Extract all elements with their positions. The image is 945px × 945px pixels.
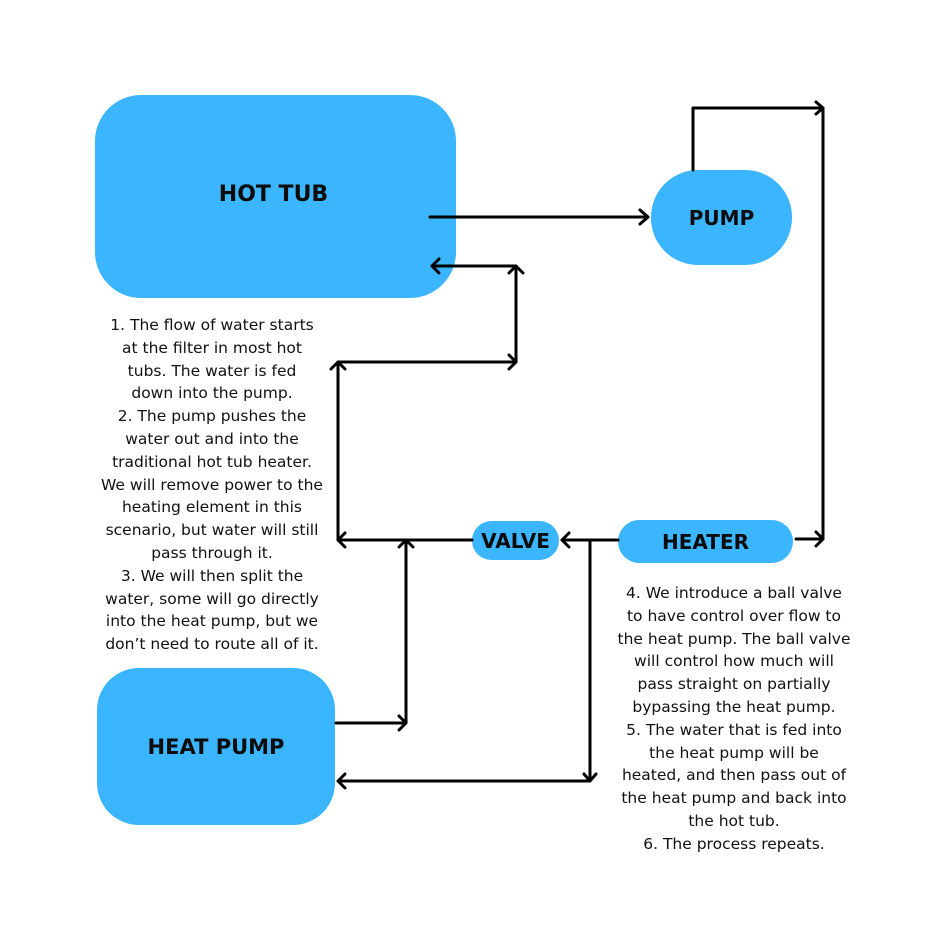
- hot-tub-node: HOT TUB: [95, 95, 456, 298]
- note-line: the heat pump will be: [649, 743, 819, 762]
- heater-node: HEATER: [618, 520, 793, 563]
- arrow-hottub-to-pump: [428, 208, 650, 226]
- heater-label: HEATER: [661, 529, 750, 554]
- note-line: water out and into the: [125, 429, 299, 448]
- pump-node: PUMP: [651, 170, 792, 265]
- note-line: the heat pump. The ball valve: [617, 629, 851, 648]
- note-line: bypassing the heat pump.: [632, 697, 836, 716]
- note-line: the hot tub.: [688, 811, 780, 830]
- note-line: We will remove power to the: [101, 475, 323, 494]
- heat-pump-label: HEAT PUMP: [147, 734, 285, 759]
- note-line: water, some will go directly: [105, 589, 319, 608]
- note-line: tubs. The water is fed: [127, 361, 297, 380]
- note-line: heated, and then pass out of: [621, 766, 847, 785]
- note-line: will control how much will: [634, 652, 834, 671]
- note-line: don’t need to route all of it.: [105, 635, 319, 654]
- note-line: 5. The water that is fed into: [626, 720, 842, 739]
- note-line: scenario, but water will still: [105, 521, 319, 540]
- note-line: 3. We will then split the: [120, 566, 304, 585]
- note-line: pass straight on partially: [637, 675, 831, 694]
- arrow-heatpump-output: [334, 538, 415, 732]
- notes-right: 4. We introduce a ball valve to have con…: [612, 582, 856, 856]
- note-line: at the filter in most hot: [122, 338, 302, 357]
- arrow-valve-to-hottub: [329, 257, 525, 549]
- note-line: heating element in this: [121, 498, 302, 517]
- heat-pump-node: HEAT PUMP: [97, 668, 335, 825]
- note-line: down into the pump.: [131, 384, 293, 403]
- notes-left: 1. The flow of water starts at the filte…: [92, 314, 332, 656]
- note-line: to have control over flow to: [626, 606, 841, 625]
- note-line: into the heat pump, but we: [105, 612, 319, 631]
- note-line: 6. The process repeats.: [643, 834, 825, 853]
- hot-tub-label: HOT TUB: [218, 182, 329, 207]
- note-line: 1. The flow of water starts: [110, 316, 314, 334]
- note-line: pass through it.: [151, 543, 273, 562]
- note-line: 2. The pump pushes the: [117, 407, 307, 426]
- valve-node: VALVE: [472, 521, 559, 560]
- note-line: traditional hot tub heater.: [112, 452, 312, 471]
- valve-label: VALVE: [481, 528, 550, 553]
- note-line: the heat pump and back into: [621, 789, 847, 808]
- arrow-split-to-heatpump: [336, 538, 598, 790]
- pump-label: PUMP: [688, 205, 755, 230]
- note-line: 4. We introduce a ball valve: [626, 584, 842, 602]
- arrow-pump-to-heater: [691, 100, 825, 548]
